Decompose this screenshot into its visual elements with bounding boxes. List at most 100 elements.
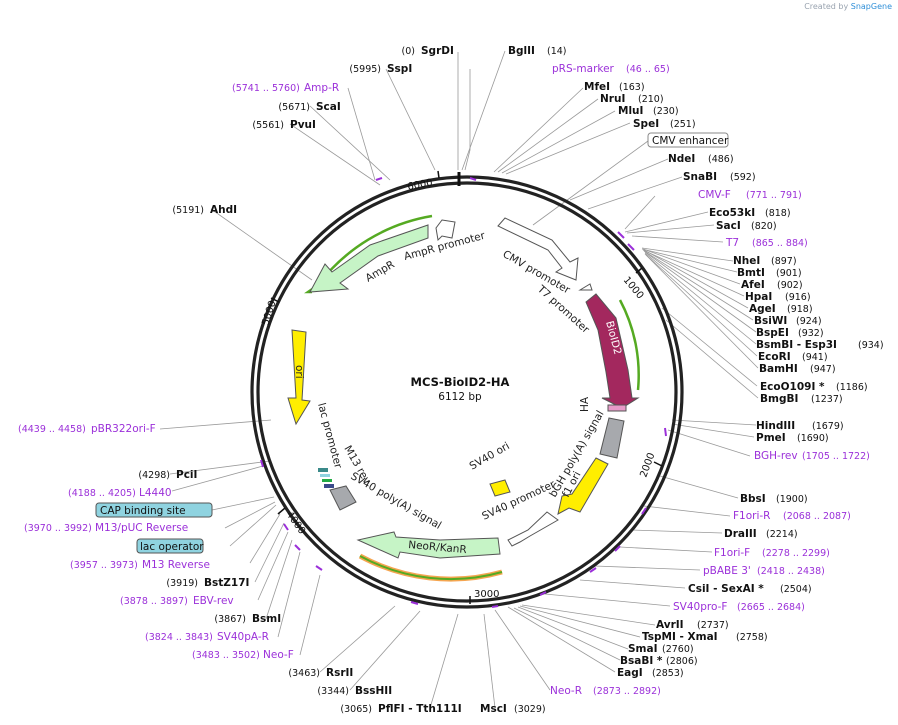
- feature-bgh-rev-name: BGH-rev: [754, 450, 798, 462]
- feature-sv40pro-f-name: SV40pro-F: [673, 601, 727, 613]
- site-bstz17i-name: BstZ17I: [204, 577, 249, 589]
- ampr-arrow: [309, 224, 429, 293]
- site-scai-name: ScaI: [316, 101, 341, 113]
- feature-pbr322ori-f-position: (4439 .. 4458): [18, 424, 86, 435]
- site-avrii-name: AvrII: [656, 619, 684, 631]
- site-eagi-position: (2853): [652, 668, 684, 679]
- site-bmgbi-name: BmgBI: [760, 393, 798, 405]
- bgh-polya-box: [599, 417, 625, 459]
- site-smai-name: SmaI: [628, 643, 658, 655]
- site-ecoo109i-position: (1186): [836, 382, 868, 393]
- site-pflfi-tth111i-position: (3065): [340, 704, 372, 715]
- feature-amp-r-name: Amp-R: [304, 82, 339, 94]
- site-smai-position: (2760): [662, 644, 694, 655]
- site-bsiwi-name: BsiWI: [754, 315, 787, 327]
- feature-cmv-f-position: (771 .. 791): [746, 190, 802, 201]
- leader-lines: [159, 50, 759, 709]
- tick-marks: [270, 170, 663, 604]
- site-ecori-name: EcoRI: [758, 351, 791, 363]
- ori-arrow: [287, 329, 311, 426]
- site-pflfi-tth111i-name: PflFI - Tth111I: [378, 703, 462, 715]
- site-agei-position: (918): [787, 304, 813, 315]
- site-mfei-position: (163): [619, 82, 645, 93]
- sv40-polya-box: [329, 485, 357, 511]
- f1-ori-arrow: [557, 457, 609, 515]
- site-rsrii-position: (3463): [288, 668, 320, 679]
- feature-sv40pa-r-name: SV40pA-R: [217, 631, 269, 643]
- site-sgrdi-name: SgrDI: [421, 45, 454, 57]
- feature-pbabe-3-name: pBABE 3': [703, 565, 751, 577]
- neo-kanr-arrow: [356, 531, 501, 559]
- feature-f1ori-f-position: (2278 .. 2299): [762, 548, 830, 559]
- feature-t7-position: (865 .. 884): [752, 238, 808, 249]
- site-sspi-name: SspI: [387, 63, 412, 75]
- site-ahdi-position: (5191): [172, 205, 204, 216]
- feature-m13-reverse-position: (3957 .. 3973): [70, 560, 138, 571]
- lac-promoter-mark: [324, 484, 334, 488]
- site-hpai-position: (916): [785, 292, 811, 303]
- lac-promoter-label: lac promoter: [315, 402, 344, 471]
- feature-t7-name: T7: [725, 237, 739, 249]
- feature-cmv-f-name: CMV-F: [698, 189, 731, 201]
- cmv-promoter-arrow: [497, 217, 579, 281]
- feature-f1ori-f-name: F1ori-F: [714, 547, 750, 559]
- plasmid-size: 6112 bp: [438, 391, 482, 403]
- site-bsmi-position: (3867): [214, 614, 246, 625]
- lac-operator-mark: [322, 479, 332, 482]
- site-pvui-position: (5561): [252, 120, 284, 131]
- site-nhei-position: (897): [771, 256, 797, 267]
- site-ahdi-name: AhdI: [210, 204, 237, 216]
- site-eagi-name: EagI: [617, 667, 643, 679]
- site-bspei-name: BspEI: [756, 327, 789, 339]
- credit-prefix: Created by: [804, 2, 849, 11]
- feature-f1ori-r-position: (2068 .. 2087): [783, 511, 851, 522]
- m13-rev-mark: [318, 468, 328, 472]
- site-bamhi-name: BamHI: [759, 363, 798, 375]
- site-pmei-name: PmeI: [756, 432, 786, 444]
- site-bsshii-name: BssHII: [355, 685, 392, 697]
- site-pvui-name: PvuI: [290, 119, 316, 131]
- feature-sv40pro-f-position: (2665 .. 2684): [737, 602, 805, 613]
- bioid2-arrow: [585, 293, 640, 409]
- feature-neo-r-name: Neo-R: [550, 685, 582, 697]
- feature-m13-puc-reverse-position: (3970 .. 3992): [24, 523, 92, 534]
- primer-marks: [260, 177, 667, 608]
- site-sgrdi-position: (0): [402, 46, 415, 57]
- feature-sv40pa-r-position: (3824 .. 3843): [145, 632, 213, 643]
- site-agei-name: AgeI: [749, 303, 776, 315]
- site-bglii-name: BglII: [508, 45, 535, 57]
- feature-pbabe-3-position: (2418 .. 2438): [757, 566, 825, 577]
- site-bsshii-position: (3344): [317, 686, 349, 697]
- site-afei-name: AfeI: [741, 279, 765, 291]
- ha-label: HA: [579, 396, 591, 412]
- site-bspei-position: (932): [798, 328, 824, 339]
- site-pcii-name: PciI: [176, 469, 197, 481]
- site-pcii-position: (4298): [138, 470, 170, 481]
- site-tspmi-xmai-name: TspMI - XmaI: [642, 631, 718, 643]
- site-nrui-position: (210): [638, 94, 664, 105]
- feature-prs-marker-position: (46 .. 65): [626, 64, 670, 75]
- site-csii-sexai-name: CsiI - SexAI *: [688, 583, 764, 595]
- feature-amp-r-position: (5741 .. 5760): [232, 83, 300, 94]
- backbone-inner-strand: [256, 181, 678, 603]
- site-hpai-name: HpaI: [745, 291, 772, 303]
- site-afei-position: (902): [777, 280, 803, 291]
- site-hindiii-name: HindIII: [756, 420, 795, 432]
- feature-ebv-rev-position: (3878 .. 3897): [120, 596, 188, 607]
- ori-label: ori: [293, 365, 305, 379]
- site-mlui-name: MluI: [618, 105, 643, 117]
- sv40-ori-label: SV40 ori: [468, 440, 512, 473]
- ha-tag: [607, 404, 627, 412]
- site-saci-position: (820): [751, 221, 777, 232]
- tick-label-3000: 3000: [474, 589, 499, 600]
- site-tspmi-xmai-position: (2758): [736, 632, 768, 643]
- site-draiii-name: DraIII: [724, 528, 757, 540]
- cmv-enhancer-box: [647, 132, 729, 148]
- cap-site-mark: [320, 474, 330, 477]
- backbone-outer-strand: [250, 175, 684, 609]
- site-msci-position: (3029): [514, 704, 546, 715]
- site-bsabi-position: (2806): [666, 656, 698, 667]
- tick-label-6000: 6000: [407, 178, 434, 193]
- site-bsiwi-position: (924): [796, 316, 822, 327]
